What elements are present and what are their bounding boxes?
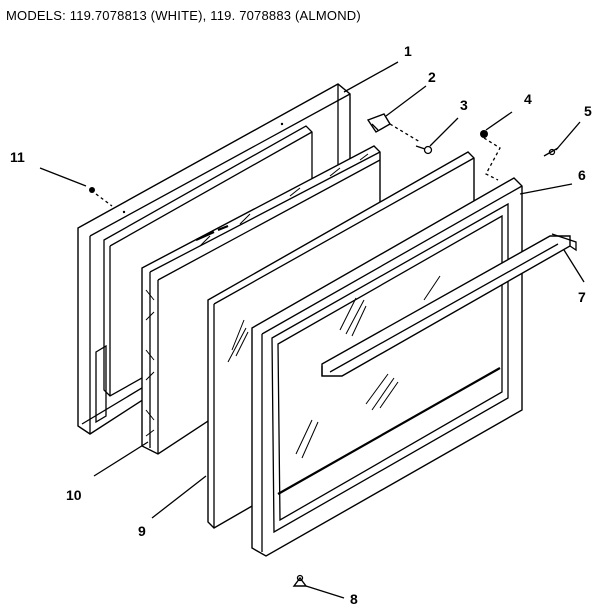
part-6-outer-door-frame bbox=[251, 177, 523, 557]
callout-11: 11 bbox=[10, 149, 25, 165]
assembly-guide-lines bbox=[95, 123, 501, 207]
callout-6: 6 bbox=[578, 167, 586, 183]
part-2-hinge-bracket bbox=[366, 113, 391, 133]
callout-5: 5 bbox=[584, 103, 592, 119]
callout-3: 3 bbox=[460, 97, 468, 113]
callout-10: 10 bbox=[66, 487, 82, 503]
leader-lines bbox=[39, 61, 585, 599]
part-5-screw bbox=[543, 147, 559, 157]
part-8-screw bbox=[292, 574, 308, 587]
callout-9: 9 bbox=[138, 523, 146, 539]
part-3-screw bbox=[415, 145, 433, 155]
callout-7: 7 bbox=[578, 289, 586, 305]
part-4-nut bbox=[480, 130, 488, 138]
callout-8: 8 bbox=[350, 591, 358, 607]
callout-1: 1 bbox=[404, 43, 412, 59]
part-11-screw bbox=[89, 187, 95, 193]
callout-4: 4 bbox=[524, 91, 532, 107]
models-heading: MODELS: 119.7078813 (WHITE), 119. 707888… bbox=[6, 8, 361, 23]
callout-2: 2 bbox=[428, 69, 436, 85]
callout-labels: 1 2 3 4 5 6 7 8 9 10 11 bbox=[10, 43, 592, 607]
part-7-door-handle bbox=[321, 233, 577, 377]
